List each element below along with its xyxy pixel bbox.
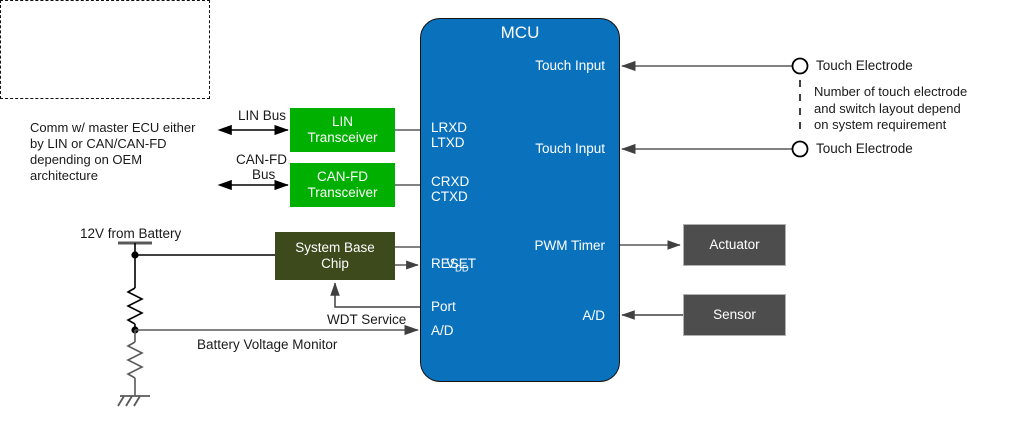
mcu-pin-touch-input-1: Touch Input (535, 58, 605, 73)
mcu-pin-ad-left: A/D (431, 323, 454, 338)
battery-source-label: 12V from Battery (80, 226, 182, 241)
mcu-pin-vdd-main: V (446, 256, 456, 271)
system-base-chip-line2: Chip (321, 256, 349, 271)
can-fd-transceiver-block[interactable]: CAN-FD Transceiver (290, 163, 395, 207)
mcu-pin-pwm-timer: PWM Timer (534, 238, 606, 253)
mcu-block[interactable] (420, 18, 620, 382)
mcu-pin-touch-input-2: Touch Input (535, 141, 605, 156)
mcu-title: MCU (500, 23, 540, 42)
actuator-label: Actuator (709, 237, 760, 252)
can-fd-bus-label-line2: Bus (252, 167, 276, 182)
lin-bus-label: LIN Bus (238, 108, 287, 123)
ground-symbol (117, 395, 150, 407)
can-fd-bus-label-line1: CAN-FD (236, 152, 287, 167)
system-base-chip-line1: System Base (295, 240, 375, 255)
system-base-chip-block[interactable]: System Base Chip (275, 232, 395, 280)
touch-electrode-circle-1 (791, 57, 809, 75)
sensor-block[interactable]: Sensor (683, 294, 786, 336)
mcu-pin-lrxd: LRXD (431, 120, 468, 135)
sensor-label: Sensor (713, 307, 756, 322)
lin-transceiver-line1: LIN (331, 114, 353, 129)
mcu-pin-vdd-subscript: DD (455, 263, 469, 275)
wdt-service-label: WDT Service (327, 312, 407, 327)
junction-dot-top (131, 251, 139, 259)
actuator-block[interactable]: Actuator (683, 224, 786, 266)
battery-voltage-monitor-label: Battery Voltage Monitor (197, 337, 338, 352)
master-ecu-description: Comm w/ master ECU either by LIN or CAN/… (30, 120, 196, 183)
mcu-pin-vdd: VDD (431, 238, 469, 295)
resistor-lower (126, 341, 144, 379)
resistor-upper (126, 287, 144, 325)
master-ecu-dashed-box (0, 0, 210, 99)
junction-dot-mid (131, 326, 139, 334)
mcu-pin-ctxd: CTXD (431, 189, 468, 204)
wire-wdt-service (330, 282, 420, 308)
touch-electrode-label-1: Touch Electrode (816, 58, 913, 73)
can-fd-transceiver-line2: Transceiver (307, 185, 378, 200)
touch-electrode-circle-2 (791, 140, 809, 158)
can-fd-transceiver-label: CAN-FD Transceiver (307, 169, 377, 201)
mcu-pin-ad-right: A/D (582, 308, 605, 323)
mcu-pin-ltxd: LTXD (431, 135, 465, 150)
mcu-pin-crxd: CRXD (431, 174, 470, 189)
system-base-chip-label: System Base Chip (295, 240, 375, 272)
mcu-pin-port: Port (431, 299, 456, 314)
lin-transceiver-line2: Transceiver (307, 130, 378, 145)
mcu-pin-reset: RESET (431, 256, 477, 271)
touch-electrode-note: Number of touch electrode and switch lay… (814, 84, 968, 132)
touch-electrode-label-2: Touch Electrode (816, 141, 913, 156)
can-fd-transceiver-line1: CAN-FD (317, 169, 368, 184)
lin-transceiver-block[interactable]: LIN Transceiver (290, 108, 395, 152)
lin-transceiver-label: LIN Transceiver (307, 114, 377, 146)
